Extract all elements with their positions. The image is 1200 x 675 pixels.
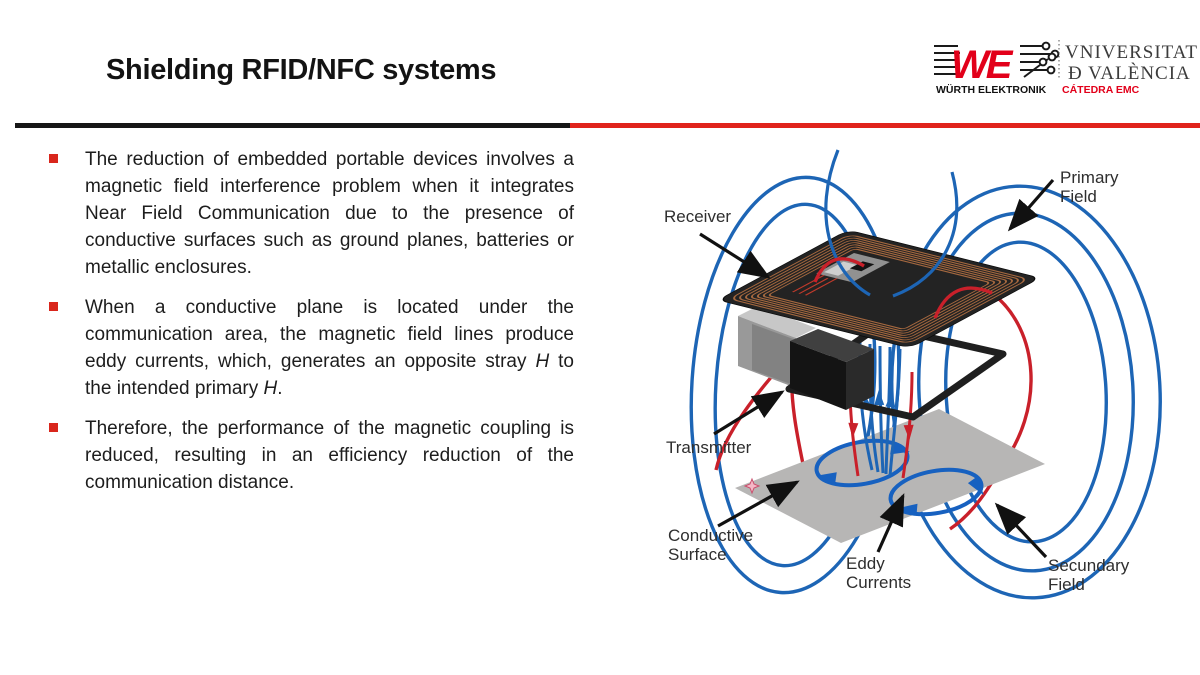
bullet-marker (49, 154, 58, 163)
label-eddy-currents: Eddy Currents (846, 554, 911, 592)
transmitter-box (790, 329, 874, 410)
eddy-currents-arrow (876, 493, 905, 553)
bullet-marker (49, 423, 58, 432)
wurth-elektronik-label: WÜRTH ELEKTRONIK (936, 83, 1047, 96)
bullet-2-seg: When a conductive plane is located under… (85, 297, 574, 372)
label-line: Secundary (1048, 556, 1130, 575)
universitat-valencia-logo: VNIVERSITAT Đ VALÈNCIA (1065, 42, 1198, 84)
label-line: Currents (846, 573, 912, 592)
uv-logo-line2: Đ VALÈNCIA (1068, 62, 1191, 84)
bullet-text-3: Therefore, the performance of the magnet… (85, 418, 574, 493)
bullet-marker (49, 302, 58, 311)
label-arrows (699, 178, 1055, 559)
bullet-2-h-symbol: H (263, 378, 278, 399)
bullet-item-2: When a conductive plane is located under… (49, 294, 583, 402)
primary-field-arrow (1007, 178, 1055, 232)
bullet-2-seg: . (277, 378, 283, 399)
bullet-item-3: Therefore, the performance of the magnet… (49, 415, 583, 496)
mounting-bracket (738, 306, 816, 388)
star-marker (743, 477, 761, 495)
label-line: Primary (1060, 168, 1119, 187)
field-lines-into-board (824, 149, 959, 298)
label-receiver: Receiver (664, 207, 732, 226)
we-logo-text: WE (951, 43, 1014, 87)
bullet-text-2: When a conductive plane is located under… (85, 294, 574, 402)
conductive-surface-arrow (717, 480, 800, 528)
catedra-emc-label: CÁTEDRA EMC (1062, 83, 1140, 96)
wurth-elektronik-logo: WE WÜRTH ELEKTRONIK CÁTEDRA EMC (934, 40, 1140, 96)
bullet-2-h-symbol: H (535, 351, 550, 372)
header-logos: WE WÜRTH ELEKTRONIK CÁTEDRA EMC VNIVERSI… (934, 40, 1198, 96)
page-title: Shielding RFID/NFC systems (106, 54, 497, 86)
receiver-arrow (699, 232, 771, 279)
label-secundary-field: Secundary Field (1048, 556, 1129, 594)
secundary-field-arrow (994, 502, 1048, 559)
label-conductive-surface: Conductive Surface (668, 526, 753, 564)
uv-logo-line1: VNIVERSITAT (1065, 42, 1198, 63)
header-divider (15, 123, 1200, 128)
label-primary-field: Primary Field (1060, 168, 1119, 206)
label-line: Field (1048, 575, 1085, 594)
shielding-diagram (689, 149, 1162, 600)
red-hooks-on-board (813, 257, 993, 319)
bullet-item-1: The reduction of embedded portable devic… (49, 146, 583, 281)
bullet-text-1: The reduction of embedded portable devic… (85, 149, 574, 278)
label-line: Conductive (668, 526, 754, 545)
label-line: Eddy (846, 554, 885, 573)
label-transmitter: Transmitter (666, 438, 752, 457)
bullet-2-seg: to the intended primary (85, 351, 574, 399)
bullet-list: The reduction of embedded portable devic… (49, 146, 583, 509)
receiver-coil-traces (733, 235, 1025, 343)
label-line: Surface (668, 545, 727, 564)
transmitter-arrow (713, 390, 785, 436)
label-line: Field (1060, 187, 1097, 206)
